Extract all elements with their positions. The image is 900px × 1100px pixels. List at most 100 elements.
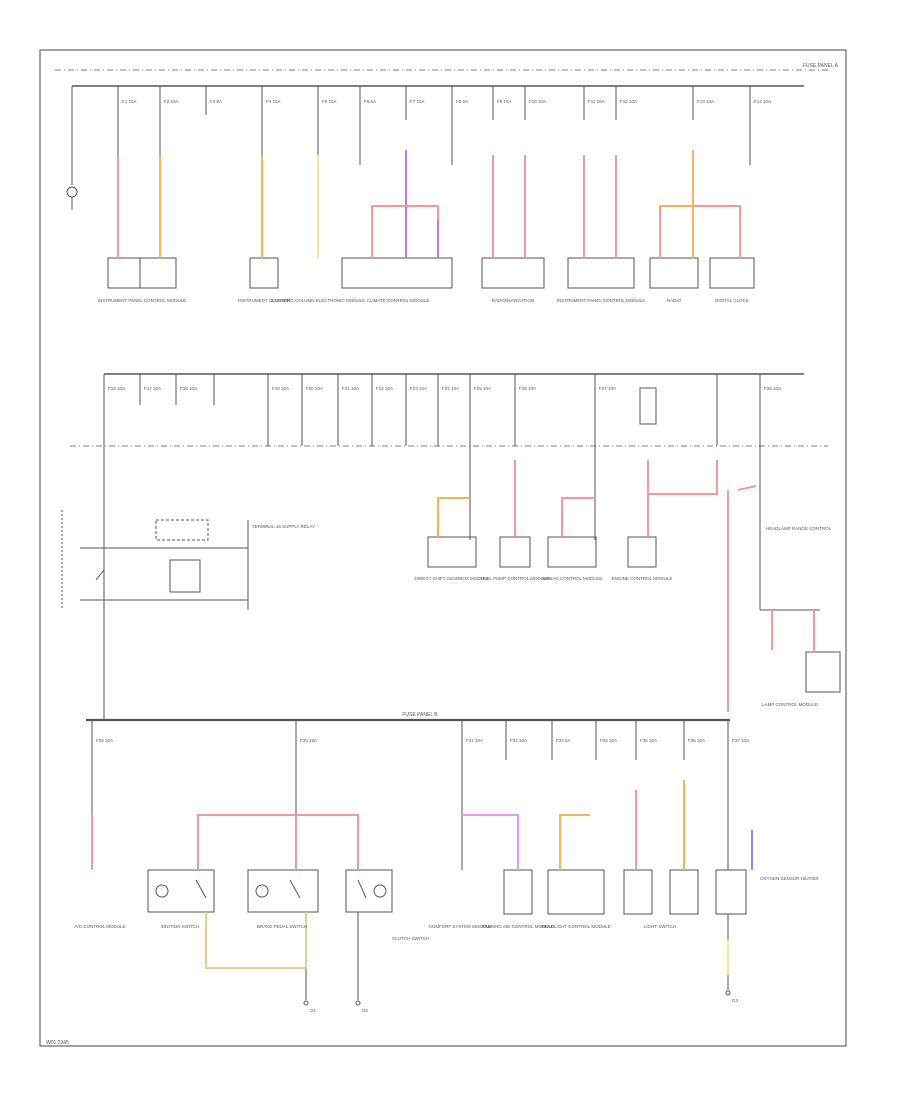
relay-module-box: [169, 559, 201, 593]
fuse-label: F4 10A: [266, 99, 281, 104]
mid-module-box: [499, 536, 531, 568]
fuse-label: F11 10A: [588, 99, 605, 104]
fuse-label: F36 10A: [688, 738, 705, 743]
fuse-label: F28 10A: [764, 386, 781, 391]
fuse-label: F35 10A: [640, 738, 657, 743]
module-label: BRAKE PEDAL SWITCH: [257, 924, 307, 929]
top-module-labels: INSTRUMENT PANEL CONTROL MODULE INSTRUME…: [98, 298, 749, 303]
module-label: RADIO/NAVIGATION: [492, 298, 535, 303]
fuse-label: F7 10A: [410, 99, 425, 104]
module-label: TERMINAL 15 SUPPLY RELAY: [252, 524, 315, 529]
top-module-box: [341, 257, 453, 289]
fuse-label: F12 10A: [620, 99, 637, 104]
switch-box: [345, 869, 393, 913]
relay-module-box: [155, 519, 209, 541]
mid-module-box: [627, 536, 657, 568]
ground-icon: [725, 990, 731, 996]
switch-symbol-icon: [155, 884, 169, 898]
fuse-label: F23 10A: [410, 386, 427, 391]
module-label: CLIMATE CONTROL MODULE: [367, 298, 430, 303]
fuse-label: F34 10A: [600, 738, 617, 743]
module-label: COMFORT SYSTEM MODULE: [429, 924, 492, 929]
bottom-module-box: [669, 869, 699, 915]
fuse-label: F6 5A: [364, 99, 376, 104]
ground-labels: G1 G2 G3: [310, 998, 739, 1013]
top-module-box: [107, 257, 177, 289]
middle-section: [61, 373, 841, 720]
middle-colored-wires: [437, 460, 815, 712]
module-label: RADIO: [667, 298, 682, 303]
ground-label: G2: [362, 1008, 369, 1013]
top-module-box: [481, 257, 545, 289]
fuse-label: F14 10A: [754, 99, 771, 104]
fuse-label: F37 10A: [732, 738, 749, 743]
module-label: LAMP CONTROL MODULE: [762, 702, 818, 707]
ground-icon: [303, 1000, 309, 1006]
mid-module-box: [547, 536, 597, 568]
fuse-label: F9 10A: [497, 99, 512, 104]
fuse-label: F8 5A: [456, 99, 468, 104]
fuse-label: F22 10A: [376, 386, 393, 391]
bottom-module-box: [623, 869, 653, 915]
top-module-box: [709, 257, 755, 289]
top-module-box: [649, 257, 699, 289]
fuse-label: F10 10A: [529, 99, 546, 104]
bus-label: FUSE PANEL B: [402, 712, 438, 718]
top-module-box: [249, 257, 279, 289]
top-section: [55, 69, 828, 289]
fuse-label: F13 10A: [697, 99, 714, 104]
ground-label: G3: [732, 998, 739, 1003]
mid-module-labels: TERMINAL 15 SUPPLY RELAY DIRECT SHIFT GE…: [252, 524, 832, 707]
fuse-label: F2 10A: [164, 99, 179, 104]
switch-symbol-icon: [373, 884, 387, 898]
module-label: LIGHT SWITCH: [644, 924, 676, 929]
bottom-colored-wires: [91, 780, 753, 975]
module-label: FUEL PUMP CONTROL MODULE: [480, 576, 549, 581]
ground-symbols: [303, 990, 731, 1006]
fuse-label: F27 10A: [599, 386, 616, 391]
footer-code: W01 2345: [46, 1040, 69, 1046]
switch-symbol-icon: [255, 884, 269, 898]
module-label: DIRECT SHIFT GEARBOX MODULE: [415, 576, 490, 581]
fuse-label: F20 10A: [306, 386, 323, 391]
header-ref: FUSE PANEL A: [803, 63, 839, 69]
module-label: CLUTCH SWITCH: [392, 936, 429, 941]
lamp-icon: [66, 186, 78, 198]
module-label: AIRBAG CONTROL MODULE: [542, 576, 603, 581]
fuse-label: F29 10A: [96, 738, 113, 743]
fuse-label: F3 5A: [210, 99, 222, 104]
fuse-label: F26 10A: [519, 386, 536, 391]
module-label: DIGITAL CLOCK: [715, 298, 749, 303]
bottom-module-box: [547, 869, 605, 915]
fuse-label: F31 10A: [466, 738, 483, 743]
module-label: A/C CONTROL MODULE: [74, 924, 125, 929]
fuse-label: F33 5A: [556, 738, 571, 743]
fuse-label: F25 10A: [474, 386, 491, 391]
top-module-box: [567, 257, 635, 289]
switch-box: [147, 869, 215, 913]
fuse-label: F32 10A: [510, 738, 527, 743]
bottom-section: [86, 718, 747, 1000]
mid-module-box: [427, 536, 477, 568]
module-label: OXYGEN SENSOR HEATER: [760, 876, 819, 881]
module-label: HEADLAMP RANGE CONTROL: [766, 526, 832, 531]
module-label: HEADLIGHT CONTROL MODULE: [541, 924, 610, 929]
module-label: PARKING AID CONTROL MODULE: [482, 924, 554, 929]
module-label: STEERING COLUMN ELECTRONIC MODULE: [271, 298, 366, 303]
mid-module-box: [805, 651, 841, 693]
fuse-label: F16 10A: [108, 386, 125, 391]
fuse-label: F17 10A: [144, 386, 161, 391]
relay-box: [639, 387, 657, 425]
module-label: INSTRUMENT PANEL CONTROL MODULE: [557, 298, 646, 303]
bottom-module-box: [503, 869, 533, 915]
ground-label: G1: [310, 1008, 317, 1013]
module-label: INSTRUMENT PANEL CONTROL MODULE: [98, 298, 187, 303]
module-label: INSTRUMENT CLUSTER: [238, 298, 290, 303]
diagram-border: [39, 49, 847, 1047]
fuse-label: F5 10A: [322, 99, 337, 104]
switch-box: [247, 869, 319, 913]
fuse-label: F24 10A: [442, 386, 459, 391]
ground-icon: [355, 1000, 361, 1006]
top-colored-wires: [117, 150, 741, 258]
